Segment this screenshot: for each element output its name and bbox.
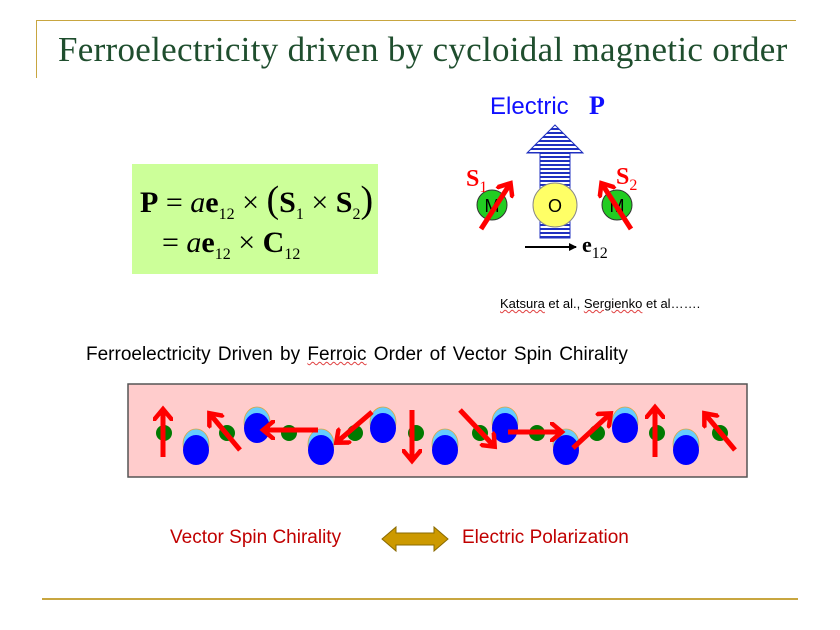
title-rule [36,20,796,21]
spin-s2-arrow-icon [602,184,634,231]
electric-label: Electric [490,93,569,120]
formula-p: P [140,186,159,219]
blue-atom [432,435,458,465]
formula-line-1: P = ae12 × (S1 × S2) [140,178,373,224]
blue-atom [553,435,579,465]
citation: Katsura et al., Sergienko et al……. [500,296,701,311]
blue-atom [308,435,334,465]
title-rule-vertical [36,20,37,78]
spin-chain [156,407,737,465]
spin-s1-arrow-icon [478,184,510,231]
electric-p-label: P [589,91,605,120]
legend-polarization: Electric Polarization [462,527,629,548]
blue-atom [612,413,638,443]
m-label: M [485,196,500,216]
s1-label: S1 [466,166,487,196]
green-atom [281,425,297,441]
spin-arrow-icon [210,414,242,452]
o-label: O [548,196,562,216]
o-atom [532,182,578,228]
spin-arrow-icon [458,408,494,446]
spin-arrow-icon [337,410,374,442]
blue-atom [370,413,396,443]
subtitle: Ferroelectricity Driven by Ferroic Order… [86,344,628,365]
e12-label: e12 [582,232,608,262]
blue-atom [673,435,699,465]
blue-atom [183,435,209,465]
formula-box: P = ae12 × (S1 × S2) = ae12 × C12 [132,164,378,274]
formula-line-2-rhs: = ae12 × C12 [162,226,301,263]
double-arrow-icon [381,525,449,553]
formula-line-2: = ae12 × C12 [162,226,300,264]
blue-atom [492,413,518,443]
legend-spin-chirality: Vector Spin Chirality [170,527,342,548]
formula-line-1-rhs: = ae12 × (S1 × S2) [165,179,374,223]
s2-label: S2 [616,164,637,194]
spin-arrow-icon [571,414,610,450]
slide-title: Ferroelectricity driven by cycloidal mag… [58,30,788,69]
spin-arrow-icon [705,414,737,452]
bottom-rule [42,598,798,600]
